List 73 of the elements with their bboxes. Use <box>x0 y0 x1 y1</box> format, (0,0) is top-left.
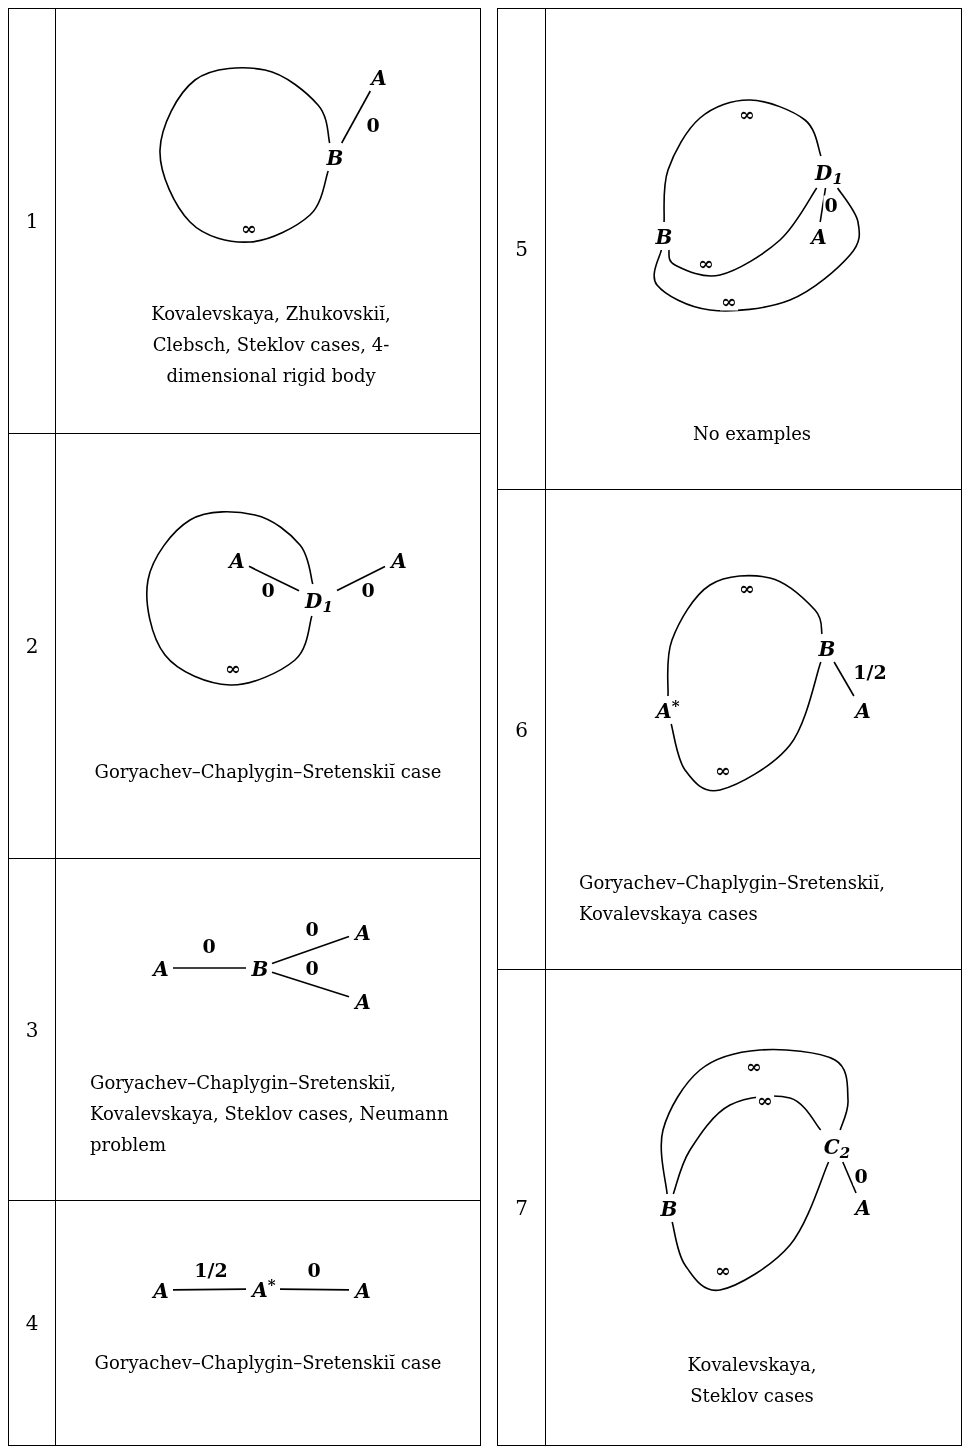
vertex-label: B <box>816 636 838 662</box>
vertex-label: A <box>352 989 374 1015</box>
edge-line <box>819 187 827 223</box>
caption-text: Kovalevskaya, Zhukovskiĭ, Clebsch, Steklov cases, 4-dimensional rigid body <box>150 302 392 388</box>
caption-text: Goryachev–Chaplygin–Sretenskiĭ, Kovalevskaya, Steklov cases, Neumann problem <box>90 1071 450 1157</box>
vertex-label: A$^{*}$ <box>249 1277 279 1303</box>
vertex-label: A <box>852 698 874 724</box>
edge-line <box>172 1288 247 1291</box>
edge-line <box>248 565 300 592</box>
edge-label: 0 <box>823 195 839 215</box>
curved-edge <box>653 187 861 312</box>
edge-line <box>842 1161 857 1194</box>
vertex-label: A <box>150 1278 172 1304</box>
edge-label: 0 <box>306 1260 322 1280</box>
edge-label: 1/2 <box>193 1260 229 1280</box>
table-cell <box>545 969 962 1446</box>
table-cell <box>497 969 546 1446</box>
curved-edge <box>666 574 823 697</box>
vertex-label: D$_{1}$ <box>302 586 336 616</box>
caption-text: Goryachev–Chaplygin–Sretenskiĭ, Kovalevskaya cases <box>579 871 887 926</box>
edge-label: 0 <box>304 958 320 978</box>
curved-edge <box>670 661 822 792</box>
curved-edge <box>671 1161 830 1292</box>
vertex-label: C$_{2}$ <box>820 1132 854 1162</box>
edge-line <box>271 935 350 965</box>
caption-text: Kovalevskaya, Steklov cases <box>686 1353 818 1408</box>
row-number: 6 <box>515 716 528 744</box>
edge-label: 0 <box>304 919 320 939</box>
edge-line <box>833 661 855 697</box>
vertex-label: A <box>852 1195 874 1221</box>
table-cell <box>55 1200 481 1446</box>
vertex-label: A <box>808 224 830 250</box>
edge-label: 0 <box>260 580 276 600</box>
curved-edge <box>660 1048 849 1195</box>
edge-label: 0 <box>360 580 376 600</box>
vertex-label: A <box>226 548 248 574</box>
row-number: 3 <box>25 1016 39 1044</box>
vertex-label: B <box>324 145 346 171</box>
vertex-label: A <box>150 956 172 982</box>
table-cell <box>8 8 56 434</box>
curved-edge <box>159 67 331 243</box>
edge-line <box>279 1288 350 1291</box>
row-number: 4 <box>25 1310 39 1337</box>
edge-label: 1/2 <box>852 662 888 682</box>
curved-edge <box>672 1095 822 1195</box>
row-number: 1 <box>25 208 39 235</box>
table-cell <box>497 8 546 490</box>
vertex-label: B <box>249 956 271 982</box>
edge-line <box>336 565 386 592</box>
edge-label: 0 <box>853 1166 869 1186</box>
row-number: 5 <box>515 236 528 263</box>
edge-line <box>340 90 372 144</box>
curved-edge <box>668 187 818 277</box>
edge-line <box>172 967 247 969</box>
vertex-label: B <box>653 224 675 250</box>
vertex-label: B <box>658 1196 680 1222</box>
vertex-label: D$_{1}$ <box>812 158 846 188</box>
curved-edge <box>146 511 314 686</box>
vertex-label: A <box>388 548 410 574</box>
vertex-label: A <box>352 920 374 946</box>
table-cell <box>8 1200 56 1446</box>
edge-label: 0 <box>201 936 217 956</box>
curved-edge <box>663 99 822 223</box>
caption-text: No examples <box>691 422 813 446</box>
row-number: 7 <box>515 1194 528 1222</box>
edge-line <box>271 971 350 998</box>
vertex-label: A <box>368 65 390 91</box>
caption-text: Goryachev–Chaplygin–Sretenskiĭ case <box>93 1351 443 1375</box>
vertex-label: A <box>352 1278 374 1304</box>
row-number: 2 <box>25 633 39 660</box>
caption-text: Goryachev–Chaplygin–Sretenskiĭ case <box>93 760 443 784</box>
edge-label: 0 <box>365 115 381 135</box>
vertex-label: A$^{*}$ <box>653 698 683 724</box>
